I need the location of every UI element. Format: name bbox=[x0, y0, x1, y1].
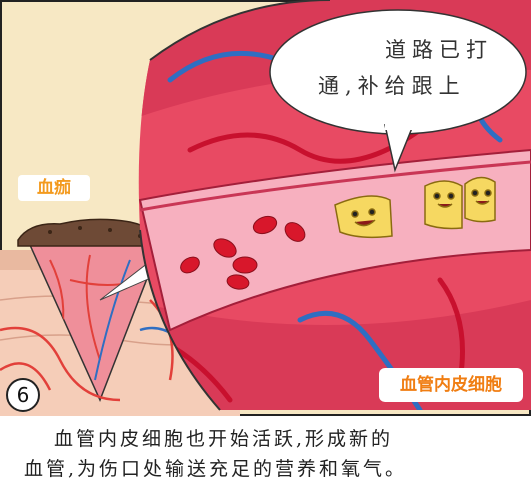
red-blood-cells bbox=[180, 215, 306, 290]
caption: 血管内皮细胞也开始活跃,形成新的 血管,为伤口处输送充足的营养和氧气。 bbox=[0, 424, 531, 484]
comic-panel bbox=[0, 0, 531, 416]
speech-bubble-text: 道路已打 通,补给跟上 bbox=[302, 32, 497, 104]
speech-bubble bbox=[269, 9, 527, 173]
caption-line-2: 血管,为伤口处输送充足的营养和氧气。 bbox=[24, 458, 408, 480]
caption-line-1: 血管内皮细胞也开始活跃,形成新的 bbox=[54, 428, 394, 450]
panel-number: 6 bbox=[6, 378, 40, 412]
speech-line-2: 通,补给跟上 bbox=[318, 74, 466, 98]
scab-label: 血痂 bbox=[18, 175, 90, 201]
speech-line-1: 道路已打 bbox=[385, 38, 493, 62]
endothelial-cell-label: 血管内皮细胞 bbox=[379, 368, 523, 402]
magnifier-outline bbox=[139, 0, 331, 411]
endothelial-cell-characters bbox=[334, 176, 496, 239]
